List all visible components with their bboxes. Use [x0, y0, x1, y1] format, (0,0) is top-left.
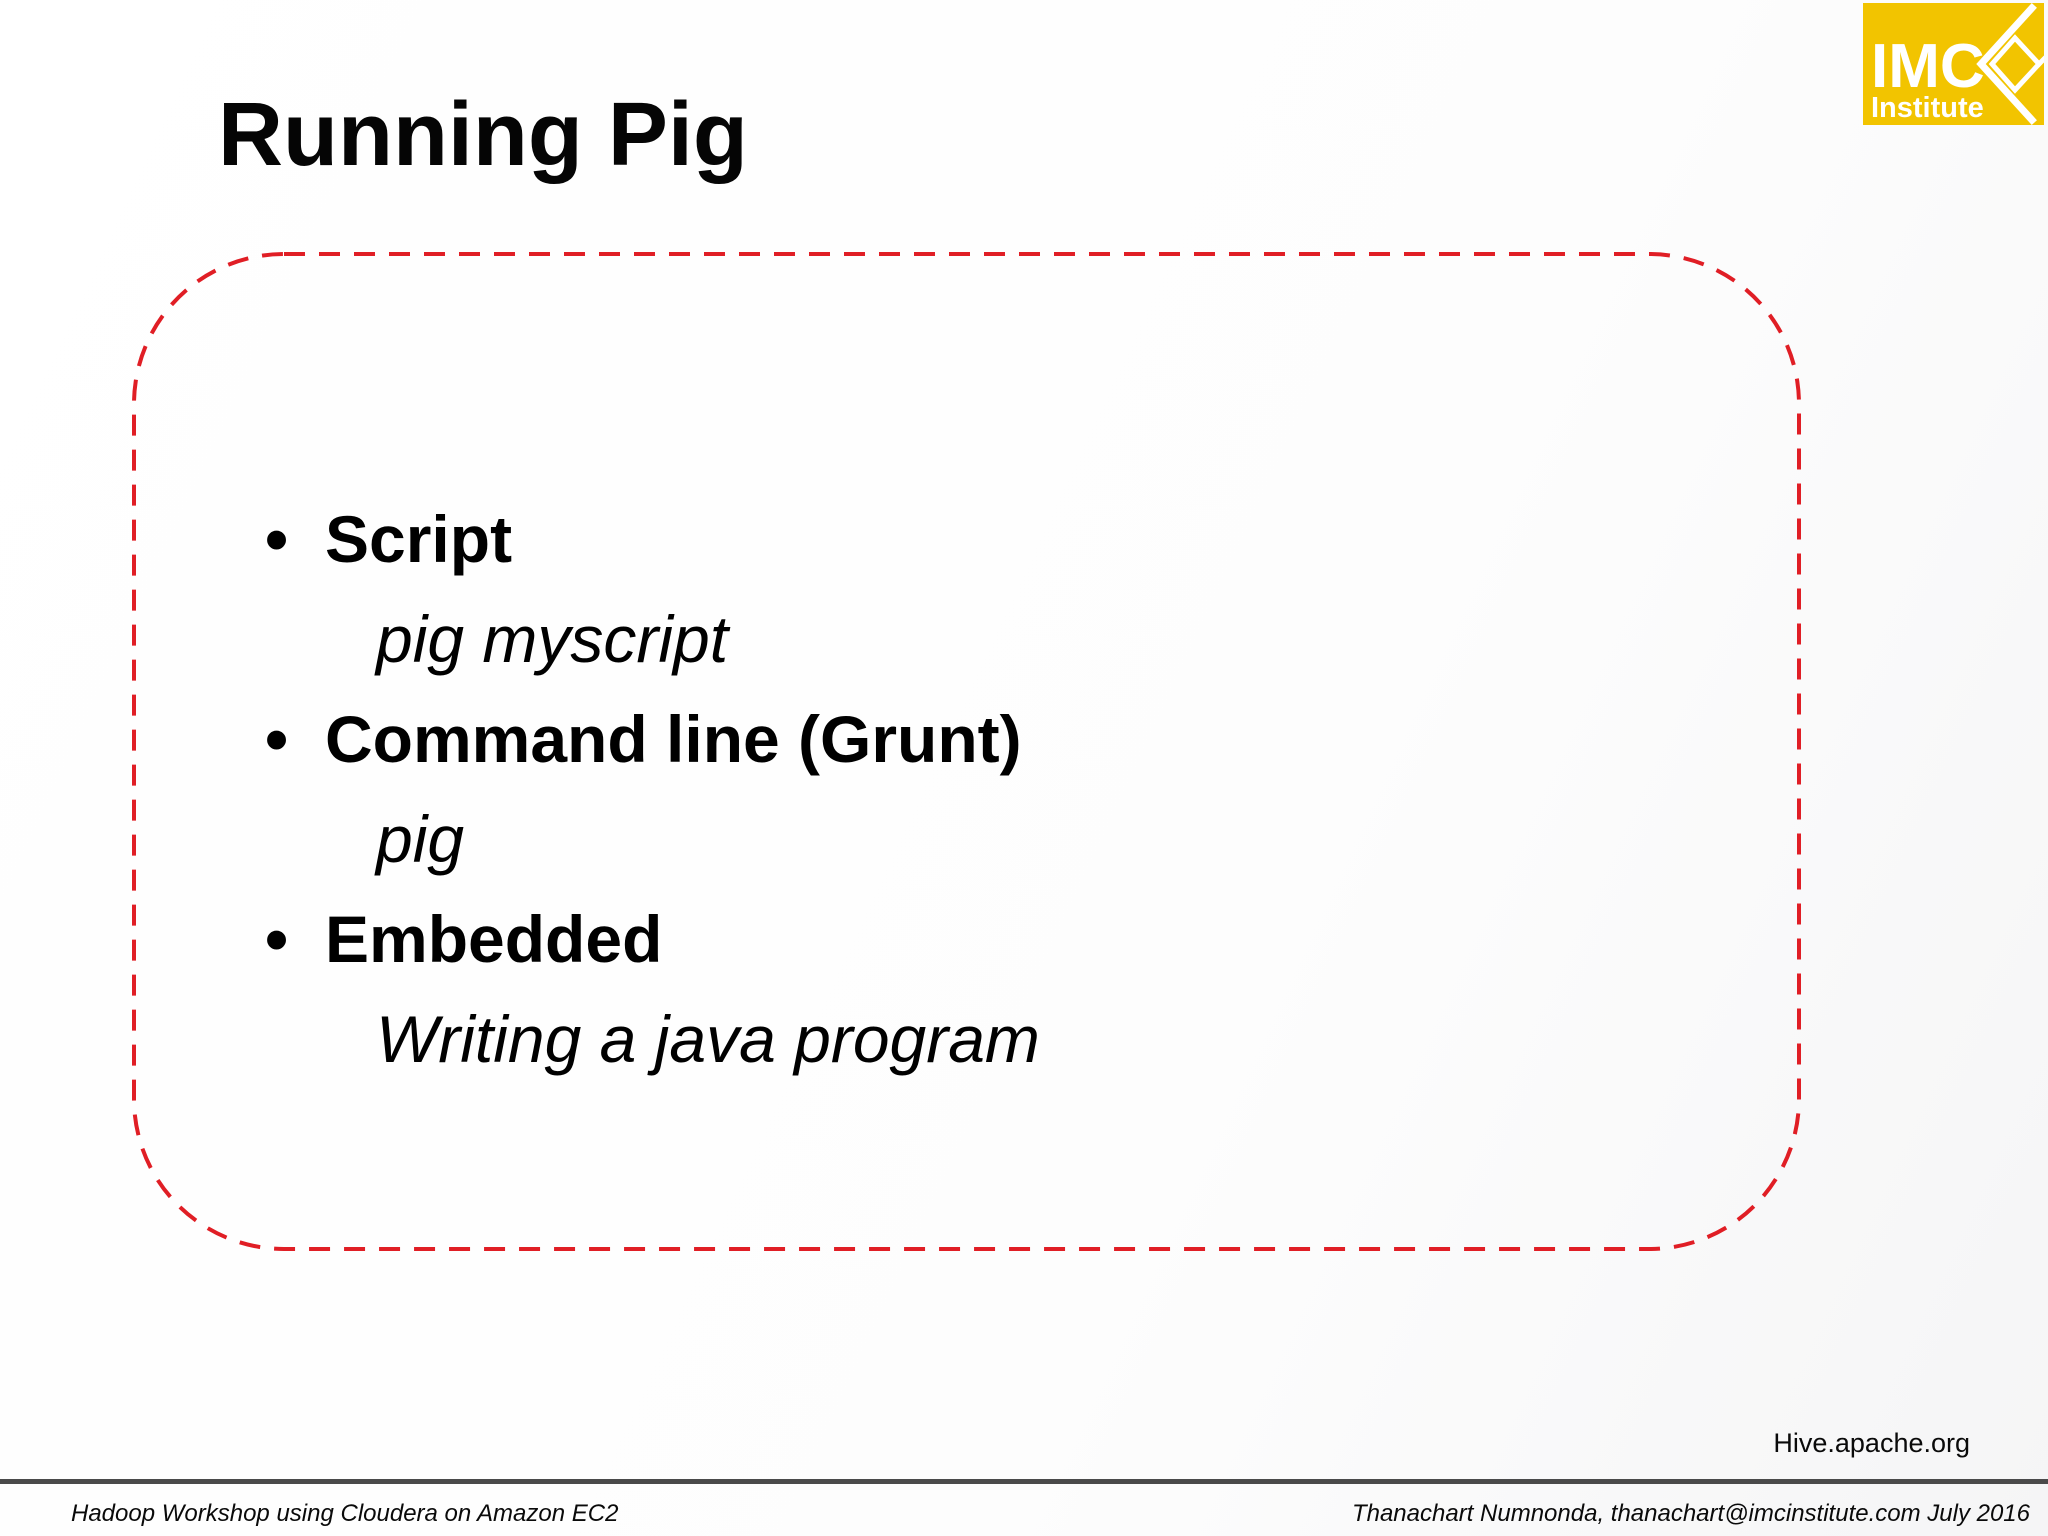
page-title: Running Pig	[218, 85, 748, 185]
dashed-outline-box	[132, 252, 1801, 1251]
logo-chevron-icon	[1976, 3, 2044, 125]
footer-divider	[0, 1479, 2048, 1484]
source-reference: Hive.apache.org	[1773, 1428, 1970, 1458]
footer-author-credit: Thanachart Numnonda, thanachart@imcinsti…	[1351, 1500, 2030, 1527]
footer-workshop-credit: Hadoop Workshop using Cloudera on Amazon…	[71, 1500, 619, 1527]
imc-institute-logo: IMC Institute	[1863, 3, 2044, 125]
logo-brand-text: IMC	[1871, 32, 1985, 101]
logo-subtitle-text: Institute	[1871, 92, 1984, 124]
